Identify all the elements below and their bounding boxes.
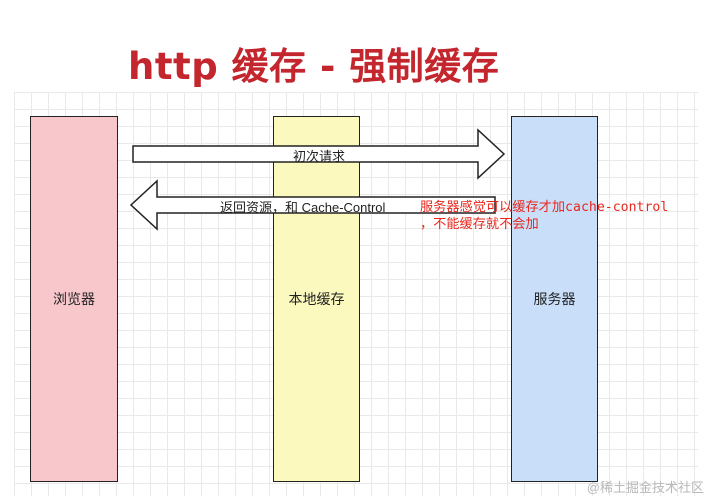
diagram-title: http 缓存 - 强制缓存 [128, 45, 500, 88]
annotation-line-1: 服务器感觉可以缓存才加cache-control [420, 200, 669, 215]
request-arrow-label: 初次请求 [293, 149, 346, 164]
annotation-note: 服务器感觉可以缓存才加cache-control ，不能缓存就不会加 [420, 199, 668, 233]
local-cache-column: 本地缓存 [273, 116, 360, 482]
response-arrow-label: 返回资源，和 Cache-Control [220, 200, 386, 215]
server-label: 服务器 [533, 291, 576, 307]
server-column: 服务器 [511, 116, 598, 482]
browser-label: 浏览器 [53, 291, 95, 307]
watermark: @稀土掘金技术社区 [586, 480, 704, 495]
annotation-line-2: ，不能缓存就不会加 [420, 217, 539, 232]
local-cache-label: 本地缓存 [288, 291, 345, 307]
browser-column: 浏览器 [30, 116, 118, 482]
